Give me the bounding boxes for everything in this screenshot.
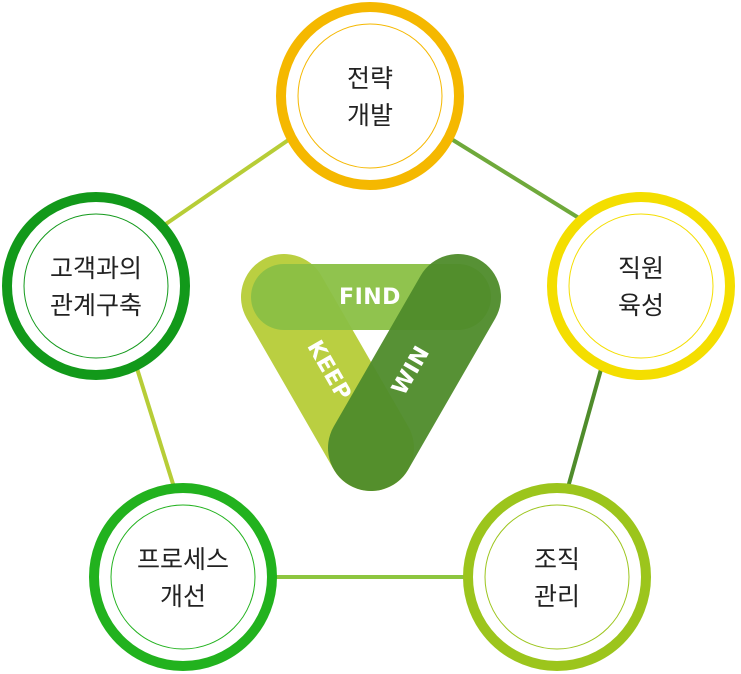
- node-strategy-label-line1: 전략: [347, 64, 393, 93]
- node-staff: 직원 육성: [547, 192, 735, 380]
- node-process-outer-ring: [89, 483, 277, 671]
- find-label: FIND: [339, 285, 401, 310]
- node-org-inner-ring: [484, 504, 630, 650]
- node-process-label-line1: 프로세스: [137, 545, 229, 574]
- node-strategy-outer-ring: [276, 2, 464, 190]
- node-customer-label-line1: 고객과의: [50, 254, 142, 283]
- node-customer-label-line2: 관계구축: [50, 291, 142, 320]
- node-customer: 고객과의 관계구축: [2, 192, 190, 380]
- node-process-label-line2: 개선: [160, 582, 206, 611]
- node-staff-label-line2: 육성: [618, 291, 664, 320]
- node-staff-inner-ring: [568, 213, 714, 359]
- node-strategy-label-line2: 개발: [347, 101, 393, 130]
- node-customer-outer-ring: [2, 192, 190, 380]
- node-customer-inner-ring: [23, 213, 169, 359]
- node-strategy: 전략 개발: [276, 2, 464, 190]
- node-org-outer-ring: [463, 483, 651, 671]
- node-staff-outer-ring: [547, 192, 735, 380]
- node-staff-label-line1: 직원: [618, 254, 664, 283]
- node-org: 조직 관리: [463, 483, 651, 671]
- node-process-inner-ring: [110, 504, 256, 650]
- win-band: [328, 254, 501, 491]
- center-triangle: FIND KEEP WIN: [241, 254, 501, 491]
- connector-strategy-staff: [438, 130, 597, 230]
- node-strategy-inner-ring: [297, 23, 443, 169]
- node-org-label-line2: 관리: [534, 582, 580, 611]
- node-process: 프로세스 개선: [89, 483, 277, 671]
- node-org-label-line1: 조직: [534, 545, 580, 574]
- connector-customer-strategy: [158, 130, 302, 230]
